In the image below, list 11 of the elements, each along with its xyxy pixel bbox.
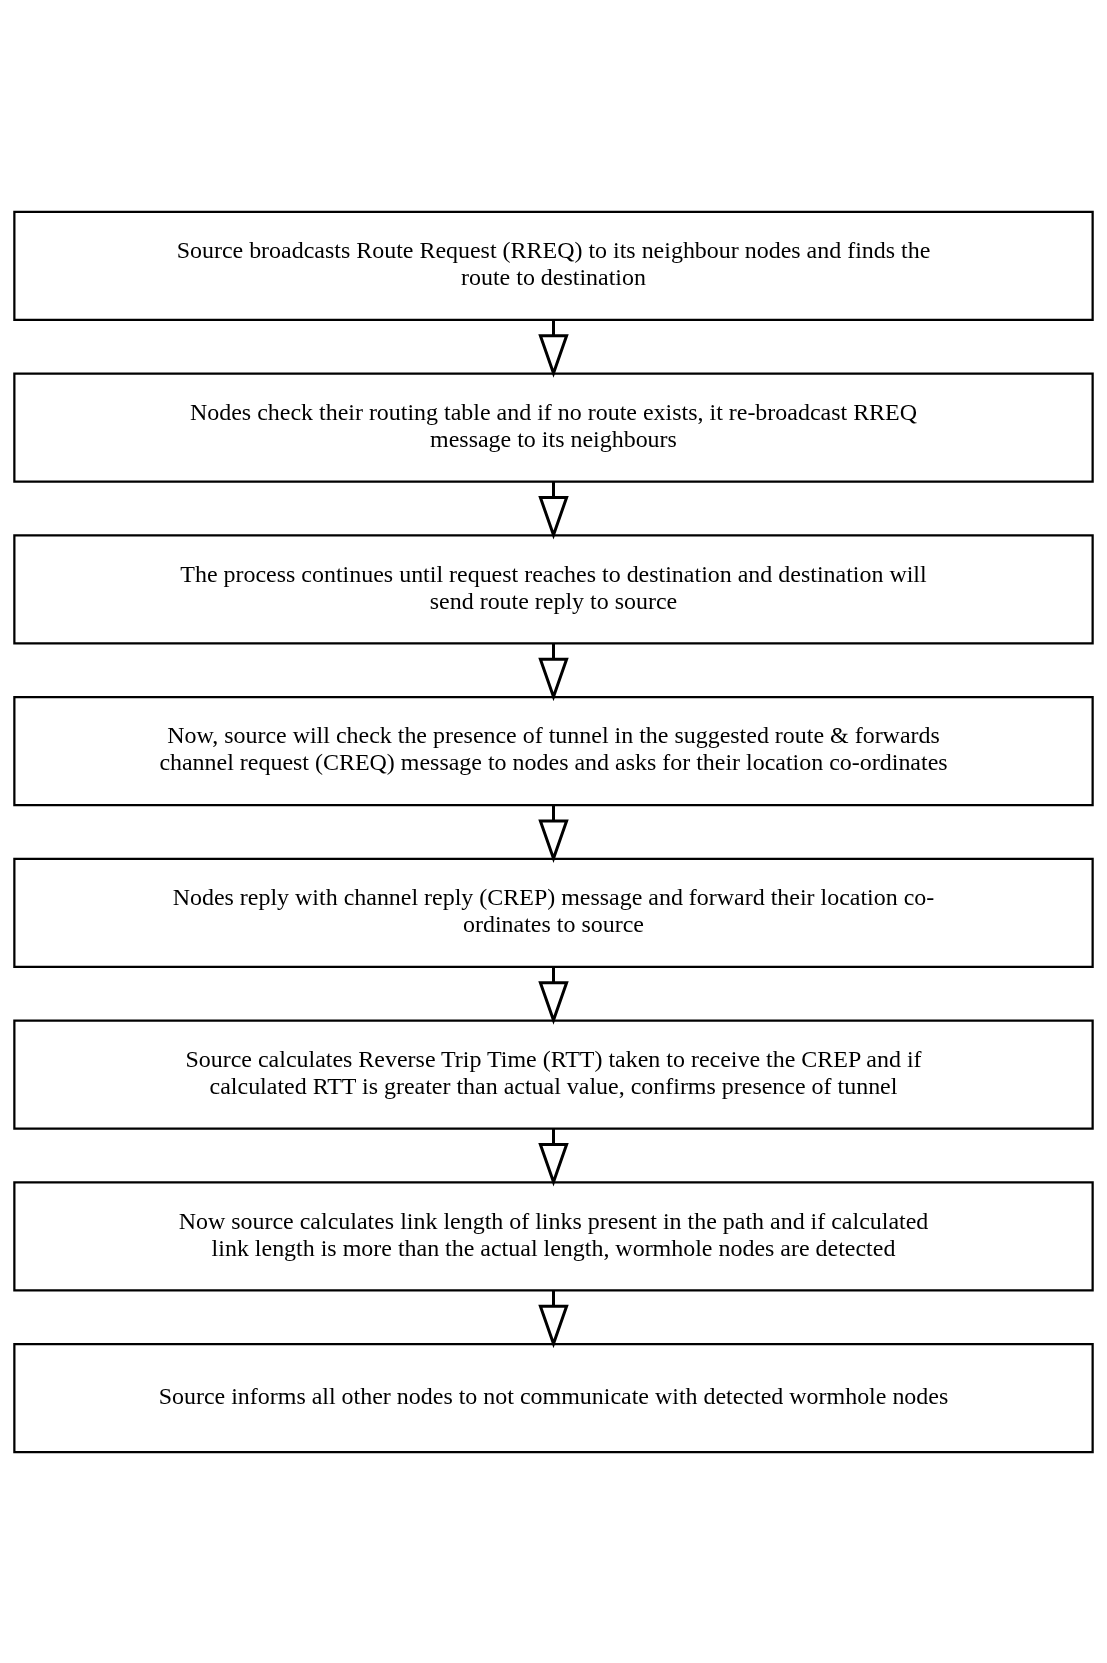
node-box: Source broadcasts Route Request (RREQ) to its neighbour nodes and finds the route to destination xyxy=(13,210,1094,321)
node-box: Source calculates Reverse Trip Time (RTT) taken to receive the CREP and if calculated RTT is greater than actual value, confirms presence of tunnel xyxy=(13,1019,1094,1130)
arrow xyxy=(538,804,569,863)
node-box: Nodes reply with channel reply (CREP) message and forward their location co-ordinates to source xyxy=(13,857,1094,968)
arrow xyxy=(538,642,569,701)
arrow xyxy=(538,1289,569,1348)
node-box: Nodes check their routing table and if no route exists, it re-broadcast RREQ message to its neighbours xyxy=(13,372,1094,483)
node-box: Now, source will check the presence of tunnel in the suggested route & forwards channel request (CREQ) message to nodes and asks for their location co-ordinates xyxy=(13,695,1094,806)
node-box: The process continues until request reaches to destination and destination will send route reply to source xyxy=(13,533,1094,644)
node-box: Now source calculates link length of links present in the path and if calculated link length is more than the actual length, wormhole nodes are detected xyxy=(13,1180,1094,1291)
node-box: Source informs all other nodes to not communicate with detected wormhole nodes xyxy=(13,1342,1094,1453)
